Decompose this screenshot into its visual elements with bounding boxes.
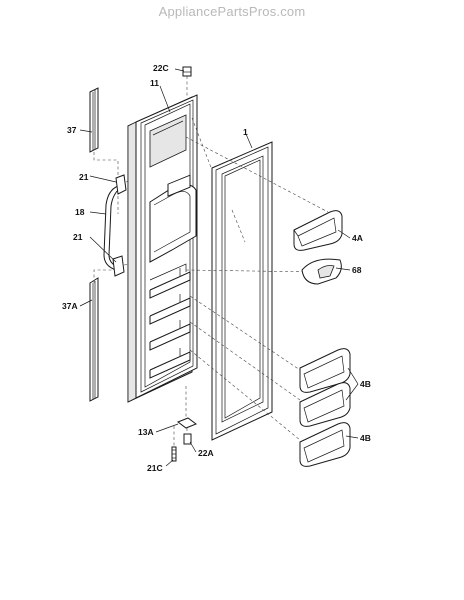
label-22c: 22C	[153, 63, 169, 73]
part-22c-hinge-pin	[182, 66, 192, 98]
part-21c-screw	[171, 446, 177, 462]
label-37a: 37A	[62, 301, 78, 311]
label-13a: 13A	[138, 427, 154, 437]
label-21-bottom: 21	[73, 232, 83, 242]
part-37-trim-strip	[89, 87, 99, 153]
part-11-door-shell	[127, 94, 198, 403]
part-37a-trim-strip	[89, 277, 99, 402]
part-4b-door-bin-3	[299, 422, 351, 467]
watermark-text: AppliancePartsPros.com	[158, 4, 306, 19]
label-68: 68	[352, 265, 362, 275]
alignment-lines-right	[185, 117, 329, 441]
label-21c: 21C	[147, 463, 163, 473]
label-4b-bottom: 4B	[360, 433, 371, 443]
part-4a-door-bin	[293, 210, 343, 251]
label-22a: 22A	[198, 448, 214, 458]
part-22a-hinge-pin	[183, 433, 192, 445]
label-4a: 4A	[352, 233, 363, 243]
leader-lines	[79, 68, 359, 467]
alignment-lines-bottom	[173, 386, 188, 447]
part-21-handle-cap-bottom	[112, 255, 125, 277]
part-68-bin-cover	[301, 258, 342, 285]
part-4b-door-bin-2	[299, 382, 351, 427]
label-18: 18	[75, 207, 85, 217]
label-4b-top: 4B	[360, 379, 371, 389]
part-1-door-gasket	[211, 141, 273, 441]
part-21-handle-cap-top	[115, 174, 127, 195]
label-11: 11	[150, 78, 159, 88]
label-21-top: 21	[79, 172, 89, 182]
part-4b-door-bin-1	[299, 348, 351, 393]
part-13a-hinge-bracket	[176, 417, 198, 429]
label-1: 1	[243, 127, 248, 137]
label-37: 37	[67, 125, 77, 135]
